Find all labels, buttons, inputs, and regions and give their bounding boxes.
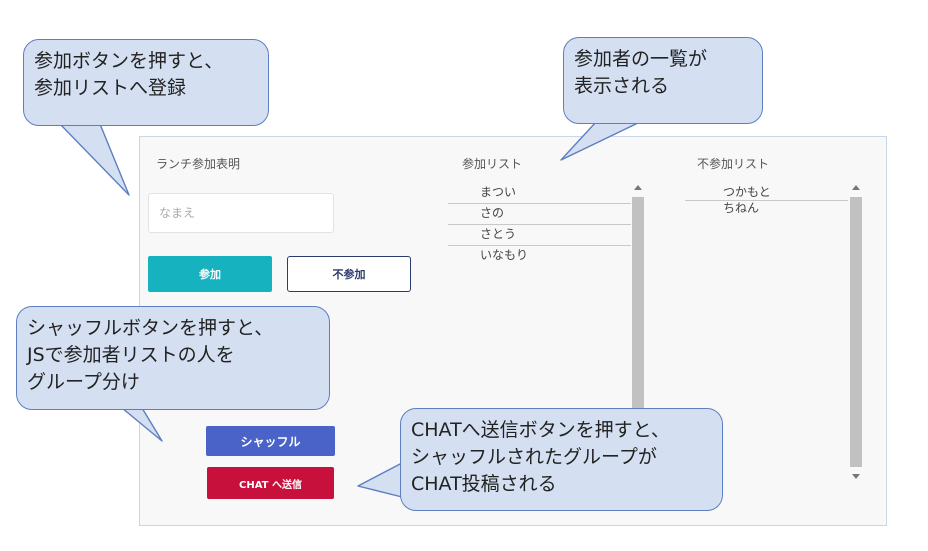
decline-button[interactable]: 不参加 (287, 256, 411, 292)
decline-list-scrollbar[interactable] (849, 183, 863, 481)
list-item[interactable]: つかもと (685, 185, 848, 201)
scroll-up-arrow-icon[interactable] (634, 185, 642, 190)
scroll-thumb[interactable] (632, 197, 644, 471)
join-callout: 参加ボタンを押すと、 参加リストへ登録 (23, 39, 269, 126)
scroll-up-arrow-icon[interactable] (852, 185, 860, 190)
join-list-header: 参加リスト (462, 157, 523, 171)
list-callout: 参加者の一覧が 表示される (563, 37, 763, 124)
list-item[interactable]: いなもり (480, 248, 529, 262)
list-item[interactable]: さの (448, 204, 631, 225)
scroll-thumb[interactable] (850, 197, 862, 467)
send-to-chat-button[interactable]: CHAT へ送信 (207, 467, 334, 499)
join-list-scrollbar[interactable] (631, 183, 645, 473)
scroll-down-arrow-icon[interactable] (852, 474, 860, 479)
chat-callout: CHATへ送信ボタンを押すと、 シャッフルされたグループが CHAT投稿される (400, 408, 723, 511)
decline-list-header: 不参加リスト (697, 157, 770, 171)
shuffle-callout: シャッフルボタンを押すと、 JSで参加者リストの人を グループ分け (16, 306, 330, 410)
shuffle-button[interactable]: シャッフル (206, 426, 335, 456)
join-button[interactable]: 参加 (148, 256, 272, 292)
decline-list: つかもと ちねん (685, 185, 848, 217)
list-item[interactable]: さとう (448, 225, 631, 246)
panel-title: ランチ参加表明 (156, 157, 241, 171)
list-item[interactable]: ちねん (723, 201, 760, 215)
join-list: まつい さの さとう いなもり (448, 183, 631, 267)
list-item[interactable]: まつい (448, 183, 631, 204)
name-input[interactable] (148, 193, 334, 233)
